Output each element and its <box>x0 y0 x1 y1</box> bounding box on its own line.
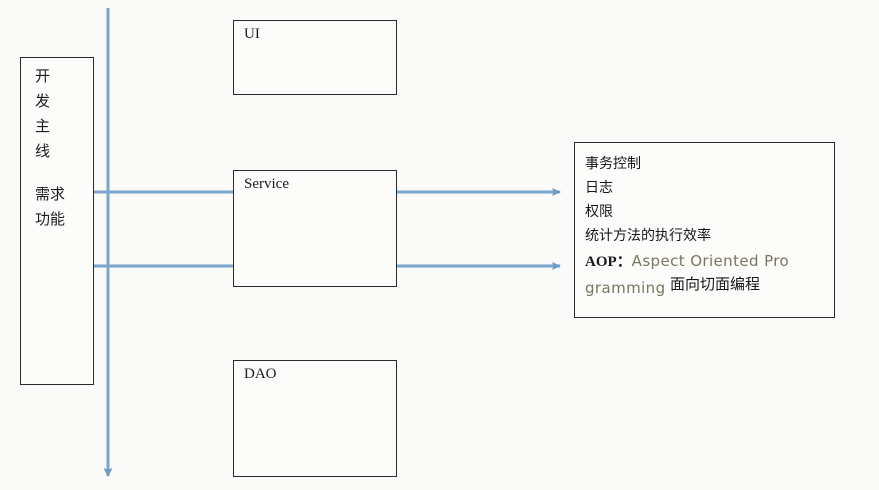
mainline-char-4: 线 <box>35 142 51 160</box>
aop-expansion-line-1: Aspect Oriented Pro <box>631 252 790 270</box>
development-mainline-box: 开 发 主 线 需求 功能 <box>20 57 94 385</box>
mainline-char-2: 发 <box>35 92 51 110</box>
aop-acronym: AOP： <box>585 254 632 270</box>
crosscutting-concerns-box: 事务控制 日志 权限 统计方法的执行效率 AOP：Aspect Oriented… <box>574 142 835 318</box>
concern-transaction-control: 事务控制 <box>585 156 641 172</box>
concern-logging: 日志 <box>585 180 613 196</box>
dao-layer-box: DAO <box>233 360 397 477</box>
requirement-line-1: 需求 <box>35 185 66 203</box>
mainline-spacer <box>35 164 87 182</box>
ui-layer-box: UI <box>233 20 397 95</box>
dao-layer-label: DAO <box>244 366 277 382</box>
ui-layer-label: UI <box>244 26 260 42</box>
concern-method-performance: 统计方法的执行效率 <box>585 228 711 244</box>
aop-expansion-line-2: gramming <box>585 279 666 297</box>
aop-definition: AOP：Aspect Oriented Pro gramming <box>585 248 835 302</box>
mainline-char-1: 开 <box>35 67 51 85</box>
requirement-line-2: 功能 <box>35 210 66 228</box>
service-layer-box: Service <box>233 170 397 287</box>
concern-permission: 权限 <box>585 204 613 220</box>
mainline-char-3: 主 <box>35 117 51 135</box>
development-mainline-text: 开 发 主 线 需求 功能 <box>35 64 87 232</box>
aop-chinese-gloss: 面向切面编程 <box>670 275 761 293</box>
service-layer-label: Service <box>244 176 289 192</box>
